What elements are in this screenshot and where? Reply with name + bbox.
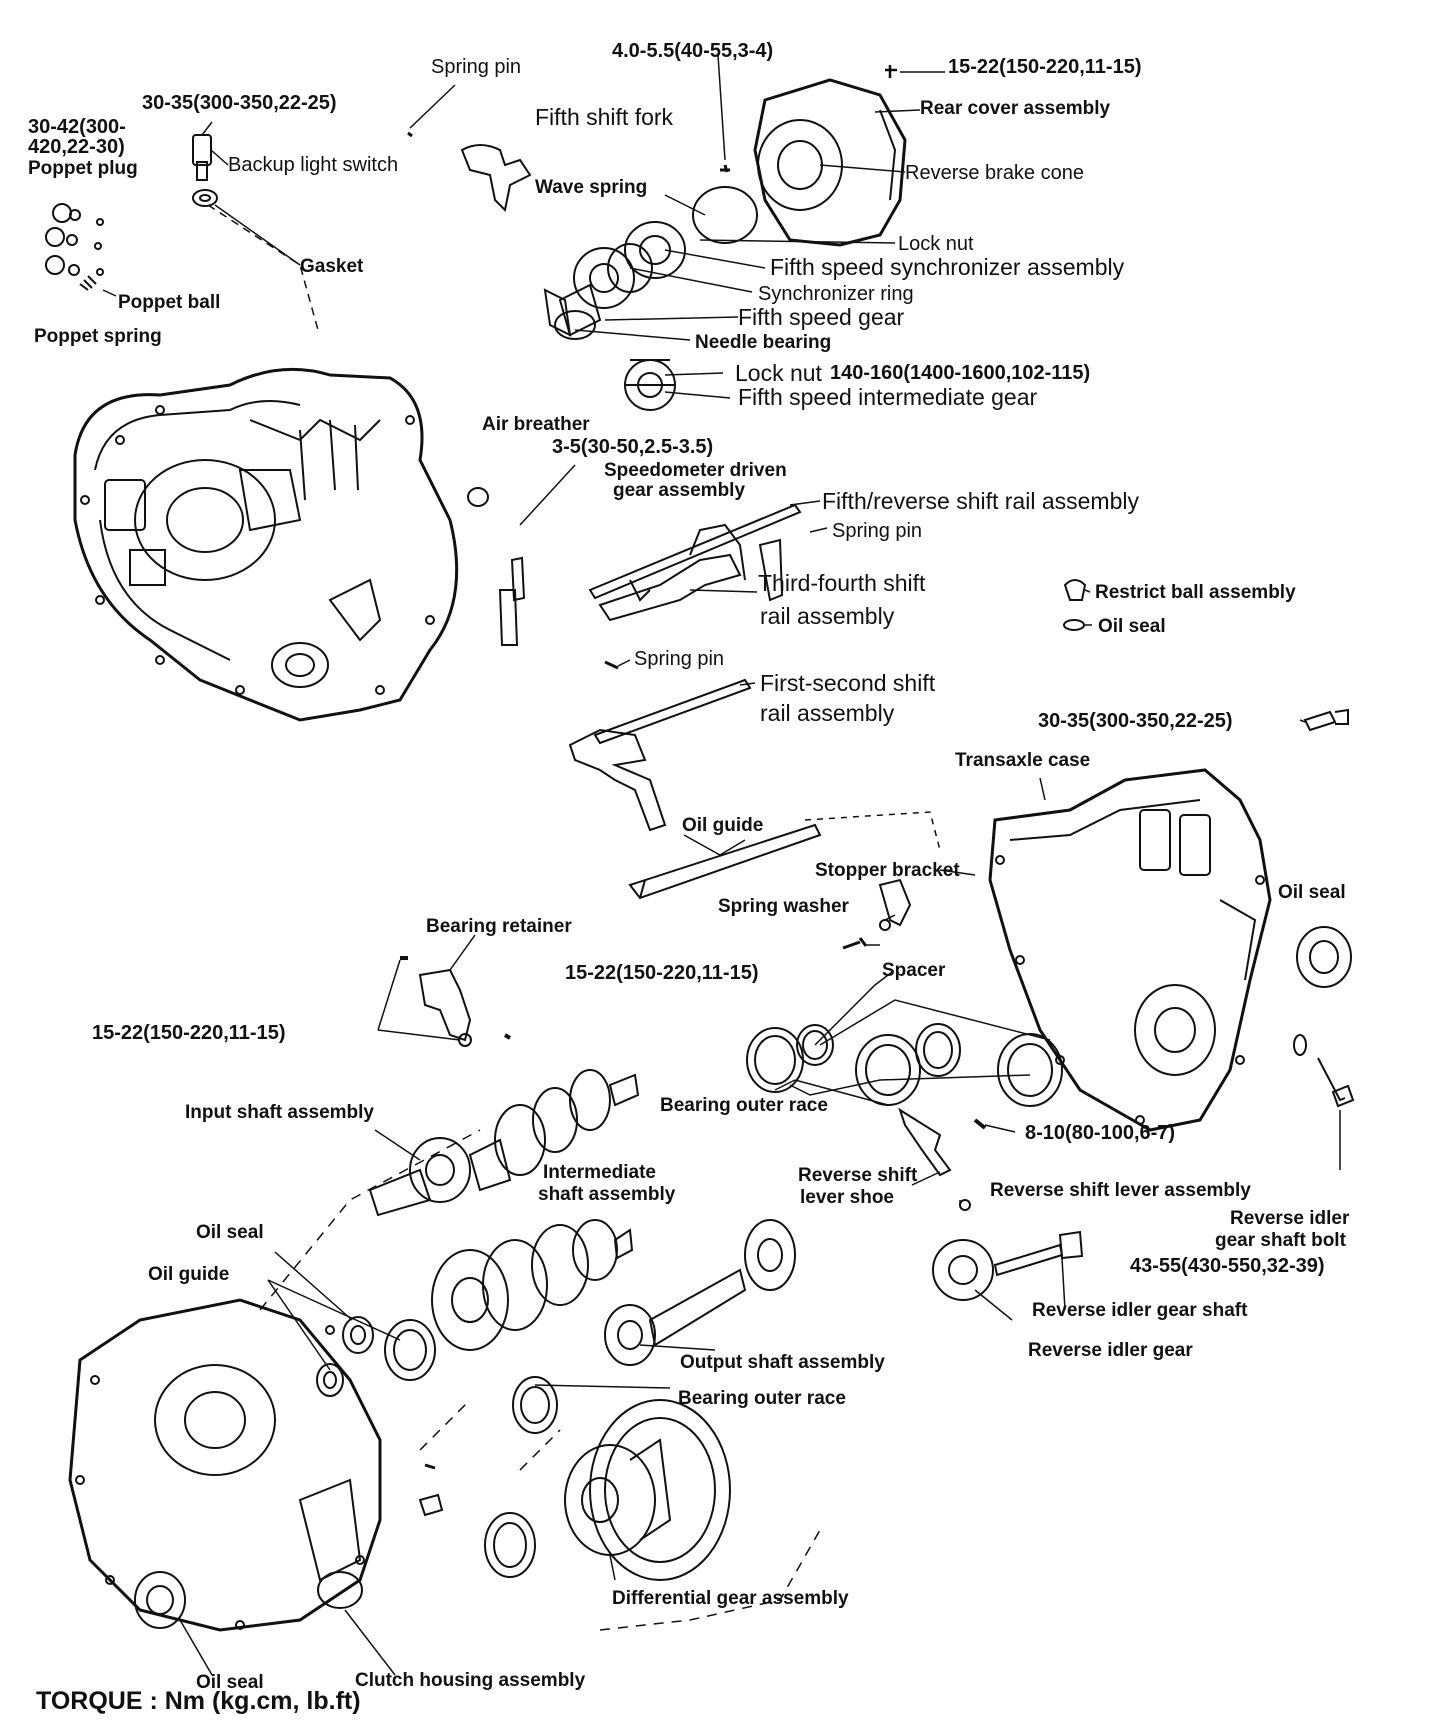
label-rear-cover-assembly: Rear cover assembly <box>920 98 1111 119</box>
label-reverse-idler-bolt-2: gear shaft bolt <box>1215 1230 1346 1251</box>
transaxle-assembly-drawing <box>73 367 459 722</box>
label-output-shaft: Output shaft assembly <box>680 1352 885 1373</box>
label-poppet-ball: Poppet ball <box>118 292 221 313</box>
rear-cover-drawing <box>753 65 907 247</box>
label-torque-poppet-1: 30-42(300- <box>28 116 126 138</box>
label-oil-seal-restrict: Oil seal <box>1098 616 1166 637</box>
label-reverse-idler-bolt-1: Reverse idler <box>1230 1208 1350 1229</box>
fifth-intermediate-gear-drawing <box>624 359 676 411</box>
label-torque-stopper: 15-22(150-220,11-15) <box>565 962 759 984</box>
label-input-shaft: Input shaft assembly <box>185 1102 374 1123</box>
leader-lines <box>102 54 1341 1676</box>
label-torque-reverse-lever: 8-10(80-100,6-7) <box>1025 1122 1176 1144</box>
label-fifth-intermediate-gear: Fifth speed intermediate gear <box>738 384 1038 410</box>
label-reverse-idler-shaft: Reverse idler gear shaft <box>1032 1300 1248 1321</box>
label-torque-idler-bolt: 43-55(430-550,32-39) <box>1130 1255 1325 1277</box>
label-fifth-reverse-rail: Fifth/reverse shift rail assembly <box>822 488 1139 514</box>
label-needle-bearing: Needle bearing <box>695 332 832 353</box>
label-reverse-idler-gear: Reverse idler gear <box>1028 1340 1193 1361</box>
label-torque-wave-spring: 4.0-5.5(40-55,3-4) <box>612 40 774 62</box>
label-spring-washer: Spring washer <box>718 896 849 917</box>
label-torque-lock-nut: 140-160(1400-1600,102-115) <box>830 362 1091 384</box>
fifth-shift-fork-drawing <box>460 144 532 213</box>
first-second-rail-drawing <box>568 678 752 832</box>
label-lock-nut-top: Lock nut <box>898 233 974 255</box>
label-reverse-brake-cone: Reverse brake cone <box>905 162 1084 184</box>
reverse-idler-drawing <box>932 1230 1084 1301</box>
intermediate-shaft-drawing <box>431 1219 634 1351</box>
label-reverse-shift-shoe-2: lever shoe <box>800 1187 894 1208</box>
label-clutch-housing: Clutch housing assembly <box>355 1670 586 1691</box>
label-bearing-outer-race-mid: Bearing outer race <box>660 1095 828 1116</box>
bearing-retainer-drawing <box>400 956 512 1047</box>
clutch-housing-drawing <box>68 1298 444 1632</box>
label-first-second-2: rail assembly <box>760 700 895 726</box>
label-spacer: Spacer <box>882 960 946 981</box>
label-backup-light-switch: Backup light switch <box>228 154 399 176</box>
spacers-bearing-races-drawing <box>746 999 1063 1107</box>
label-transaxle-case: Transaxle case <box>955 750 1091 771</box>
label-bearing-retainer: Bearing retainer <box>426 916 572 937</box>
label-spring-pin-mid: Spring pin <box>832 520 923 542</box>
input-shaft-drawing <box>368 1069 640 1217</box>
label-third-fourth-1: Third-fourth shift <box>758 570 926 596</box>
label-oil-seal-right: Oil seal <box>1278 882 1346 903</box>
label-reverse-shift-lever: Reverse shift lever assembly <box>990 1180 1251 1201</box>
differential-drawing <box>564 1399 731 1581</box>
label-fifth-speed-gear: Fifth speed gear <box>738 304 905 330</box>
label-oil-seal-bottom: Oil seal <box>196 1672 264 1693</box>
label-torque-speedometer: 3-5(30-50,2.5-3.5) <box>552 436 714 458</box>
label-spring-pin-top: Spring pin <box>431 56 522 78</box>
label-restrict-ball: Restrict ball assembly <box>1095 582 1296 603</box>
assembly-dashed-lines <box>259 1129 821 1631</box>
label-first-second-1: First-second shift <box>760 670 936 696</box>
label-spring-pin-low: Spring pin <box>634 648 725 670</box>
label-bearing-outer-race-low: Bearing outer race <box>678 1388 846 1409</box>
label-oil-guide-mid: Oil guide <box>682 815 764 836</box>
label-poppet-plug: Poppet plug <box>28 158 138 179</box>
label-torque-retainer: 15-22(150-220,11-15) <box>92 1022 286 1044</box>
label-oil-guide-left: Oil guide <box>148 1264 230 1285</box>
label-poppet-spring: Poppet spring <box>34 326 162 347</box>
label-oil-seal-left: Oil seal <box>196 1222 264 1243</box>
label-torque-case-bolt: 30-35(300-350,22-25) <box>1038 710 1233 732</box>
label-speedometer-2: gear assembly <box>613 480 746 501</box>
label-fifth-speed-synchronizer: Fifth speed synchronizer assembly <box>770 254 1125 280</box>
output-shaft-drawing <box>604 1219 796 1366</box>
label-reverse-shift-shoe-1: Reverse shift <box>798 1165 918 1186</box>
torque-units-footer: TORQUE : Nm (kg.cm, lb.ft) <box>36 1687 361 1715</box>
label-torque-rear-cover: 15-22(150-220,11-15) <box>948 56 1142 78</box>
label-torque-backup-switch: 30-35(300-350,22-25) <box>142 92 337 114</box>
reverse-shift-lever-drawing <box>898 1107 987 1211</box>
oil-guide-bracket-drawing <box>628 811 941 931</box>
transaxle-case-drawing <box>988 768 1272 1132</box>
shift-rails-drawing <box>588 503 802 622</box>
label-synchronizer-ring: Synchronizer ring <box>758 283 914 305</box>
label-lock-nut-mid: Lock nut <box>735 360 822 386</box>
label-intermediate-2: shaft assembly <box>538 1184 676 1205</box>
label-speedometer-1: Speedometer driven <box>604 460 787 481</box>
label-wave-spring: Wave spring <box>535 177 648 198</box>
label-air-breather: Air breather <box>482 414 590 435</box>
fifth-gear-stack-drawing <box>543 221 686 340</box>
label-stopper-bracket: Stopper bracket <box>815 860 960 881</box>
label-fifth-shift-fork: Fifth shift fork <box>535 104 674 130</box>
speedometer-gear-drawing <box>498 464 576 646</box>
label-torque-poppet-2: 420,22-30) <box>28 136 125 158</box>
label-third-fourth-2: rail assembly <box>760 603 895 629</box>
label-differential: Differential gear assembly <box>612 1588 849 1609</box>
label-intermediate-1: Intermediate <box>543 1162 656 1183</box>
poppet-parts-drawing <box>45 203 104 291</box>
label-gasket: Gasket <box>300 256 364 277</box>
